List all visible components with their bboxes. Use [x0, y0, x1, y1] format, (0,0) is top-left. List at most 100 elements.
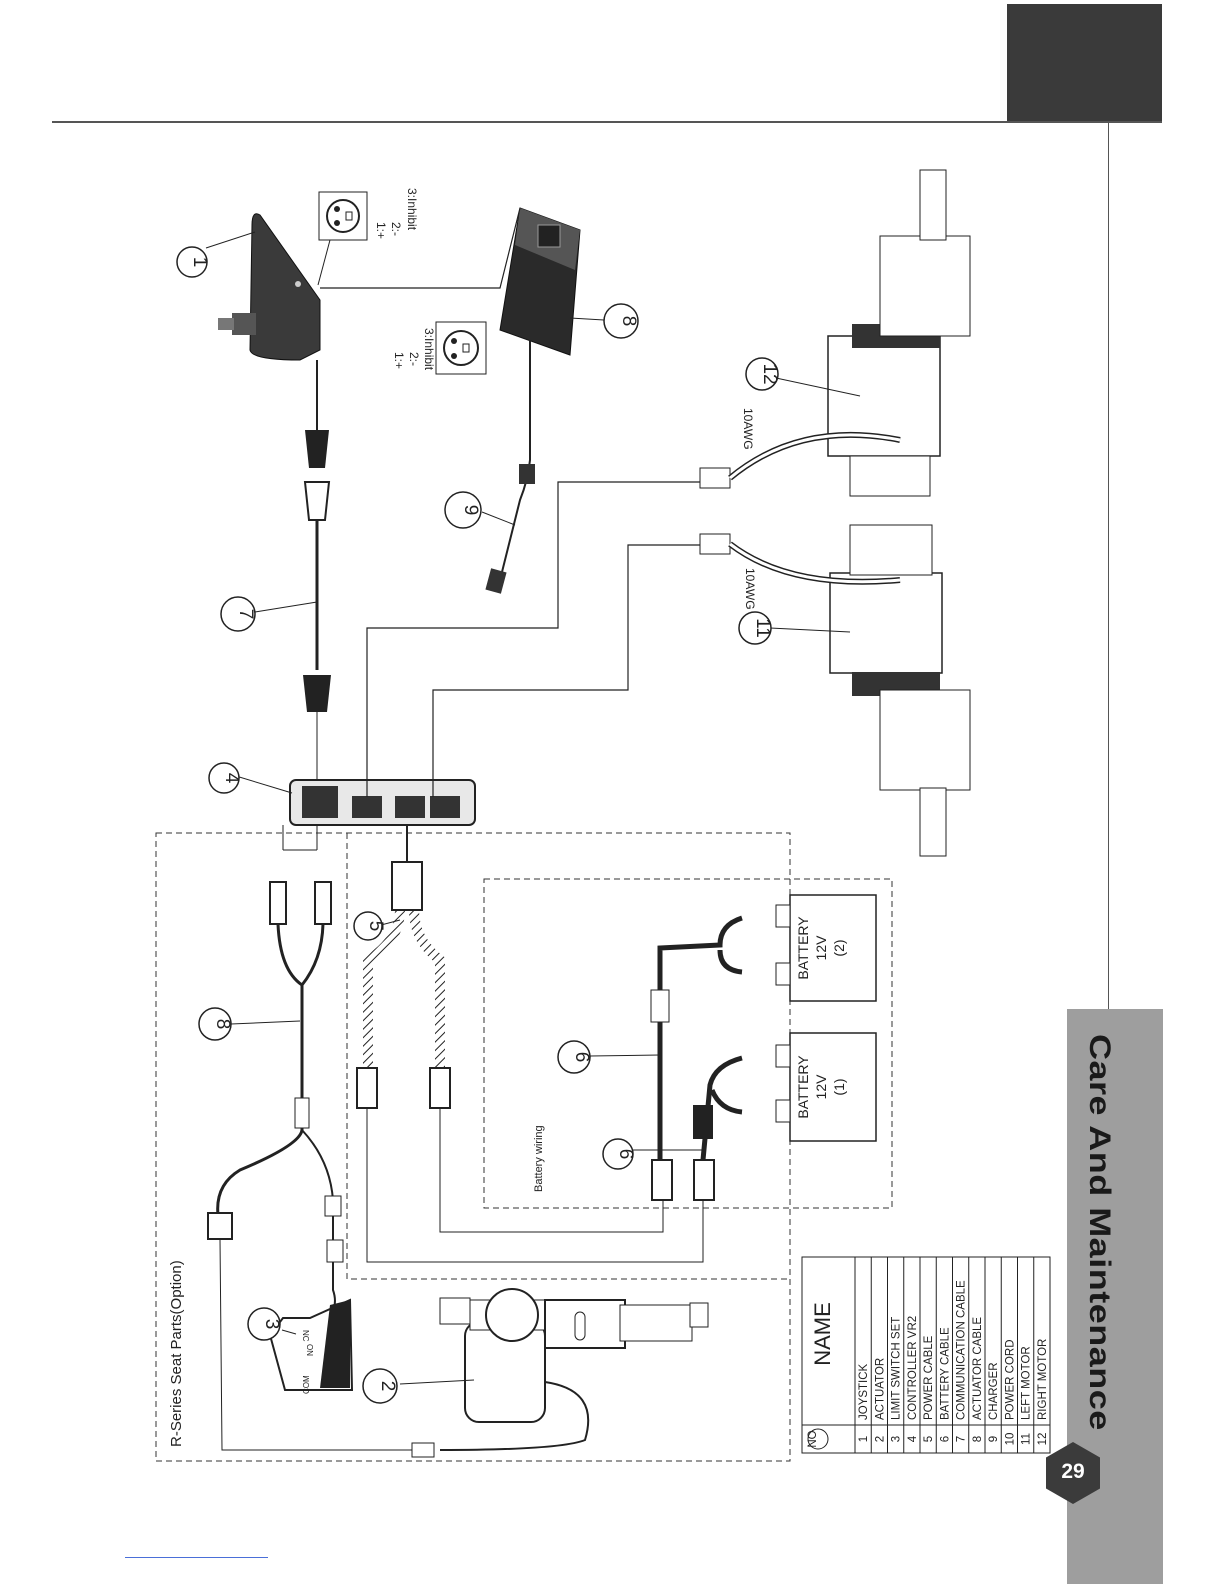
callout-number: 4 — [221, 773, 242, 784]
table-cell-no: 11 — [1021, 1433, 1033, 1445]
battery-wiring-label: Battery wiring — [533, 1125, 545, 1192]
table-cell-name: LEFT MOTOR — [1021, 1346, 1033, 1420]
page-number: 29 — [1061, 1460, 1085, 1483]
callout-number: 5 — [365, 921, 386, 932]
svg-text:2:-: 2:- — [407, 352, 421, 366]
callout-number: 1 — [189, 257, 210, 268]
callout-6a — [557, 1040, 591, 1074]
table-cell-no: 12 — [1037, 1433, 1049, 1446]
joystick — [218, 213, 321, 361]
callout-6b — [602, 1138, 634, 1170]
table-cell-no: 8 — [972, 1436, 984, 1442]
corner-tab — [1007, 4, 1162, 121]
callout-5 — [353, 911, 383, 941]
callout-11 — [738, 611, 772, 645]
right-motor — [699, 169, 971, 497]
seat-parts-title: R-Series Seat Parts(Option) — [168, 1260, 185, 1447]
communication-cable — [303, 360, 331, 782]
battery-1 — [775, 1032, 877, 1142]
callout-7 — [220, 596, 256, 632]
table-cell-name: COMMUNICATION CABLE — [956, 1280, 968, 1420]
callout-12 — [745, 357, 779, 391]
callout-4 — [208, 762, 240, 794]
table-cell-name: POWER CABLE — [923, 1335, 935, 1420]
callout-circles — [176, 246, 779, 1404]
seat-parts-box — [155, 832, 791, 1462]
table-cell-no: 7 — [956, 1436, 968, 1442]
parts-table: 1 JOYSTICK 2 ACTUATOR 3 LIMIT SWITCH SET 4 CONT… — [801, 1256, 1051, 1454]
callout-1 — [176, 246, 208, 278]
table-cell-no: 4 — [907, 1435, 919, 1442]
table-cell-no: 9 — [988, 1436, 1000, 1442]
header-rule — [52, 121, 1162, 123]
table-cell-no: 5 — [923, 1436, 935, 1442]
svg-text:3:Inhibit: 3:Inhibit — [405, 188, 419, 231]
svg-text:BATTERY: BATTERY — [795, 916, 811, 980]
wire-gauge-right: 10AWG — [741, 408, 755, 450]
battery-2 — [775, 894, 877, 1002]
table-cell-name: ACTUATOR CABLE — [972, 1317, 984, 1420]
svg-text:3:Inhibit: 3:Inhibit — [422, 328, 436, 371]
callout-number: 7 — [235, 609, 256, 620]
table-cell-no: 2 — [874, 1436, 886, 1442]
page-number-badge — [1046, 1442, 1100, 1504]
svg-text:12V: 12V — [813, 935, 829, 961]
table-cell-no: 1 — [858, 1436, 870, 1442]
controller-vr2 — [289, 779, 476, 826]
wire-gauge-left: 10AWG — [743, 568, 757, 610]
svg-text:BATTERY: BATTERY — [795, 1055, 811, 1119]
table-cell-no: 3 — [891, 1436, 903, 1442]
table-cell-name: ACTUATOR — [874, 1358, 886, 1420]
callout-2 — [362, 1368, 398, 1404]
charger — [499, 207, 581, 356]
table-cell-name: CHARGER — [988, 1362, 1000, 1420]
side-rule — [1108, 122, 1109, 1009]
table-cell-name: LIMIT SWITCH SET — [891, 1317, 903, 1420]
battery-wiring-box — [483, 878, 893, 1209]
callout-number: 8 — [618, 316, 639, 327]
limit-switch — [268, 1298, 354, 1391]
callout-number: 6 — [571, 1052, 592, 1063]
battery-2-label: BATTERY 12V (2) — [795, 916, 847, 980]
joystick-xlr-socket — [318, 191, 368, 241]
actuator — [411, 1288, 709, 1458]
seat-parts-box-step — [346, 833, 790, 1280]
callout-leaders — [205, 231, 861, 1385]
callout-number: 3 — [261, 1319, 282, 1330]
svg-text:1:+: 1:+ — [374, 222, 388, 239]
callout-number: 11 — [752, 618, 773, 638]
left-motor — [699, 524, 971, 857]
power-cable — [356, 825, 704, 1263]
callout-number: 6 — [615, 1149, 636, 1160]
svg-text:(2): (2) — [831, 939, 847, 956]
callout-8 — [198, 1007, 232, 1041]
switch-terminal-com: COM — [302, 1375, 311, 1394]
table-cell-name: RIGHT MOTOR — [1037, 1339, 1049, 1420]
switch-terminal-nc: NC — [301, 1330, 310, 1342]
joystick-pin-labels: 1:+ 2:- 3:Inhibit — [374, 188, 419, 239]
switch-terminal-no: NO — [306, 1344, 315, 1356]
svg-text:1:+: 1:+ — [392, 352, 406, 369]
table-cell-name: JOYSTICK — [858, 1363, 870, 1420]
table-header-name: NAME — [810, 1302, 835, 1366]
callout-9 — [603, 303, 639, 339]
callout-number: 9 — [460, 505, 481, 516]
footer-link-line — [125, 1557, 268, 1558]
svg-text:2:-: 2:- — [389, 222, 403, 236]
table-cell-name: BATTERY CABLE — [939, 1327, 951, 1420]
callout-number: 8 — [212, 1019, 233, 1030]
power-cord — [485, 340, 535, 594]
charger-xlr-socket — [435, 321, 487, 375]
table-cell-no: 10 — [1004, 1433, 1016, 1446]
callout-number: 2 — [377, 1381, 398, 1392]
battery-cable — [650, 915, 743, 1201]
table-cell-name: CONTROLLER VR2 — [907, 1316, 919, 1420]
charger-pin-labels: 1:+ 2:- 3:Inhibit — [392, 328, 436, 371]
battery-1-label: BATTERY 12V (1) — [795, 1055, 847, 1119]
callout-3 — [247, 1307, 281, 1341]
table-header-no: NO — [807, 1430, 819, 1447]
table-cell-name: POWER CORD — [1004, 1340, 1016, 1421]
callout-10 — [444, 491, 482, 529]
table-cell-no: 6 — [939, 1436, 951, 1442]
